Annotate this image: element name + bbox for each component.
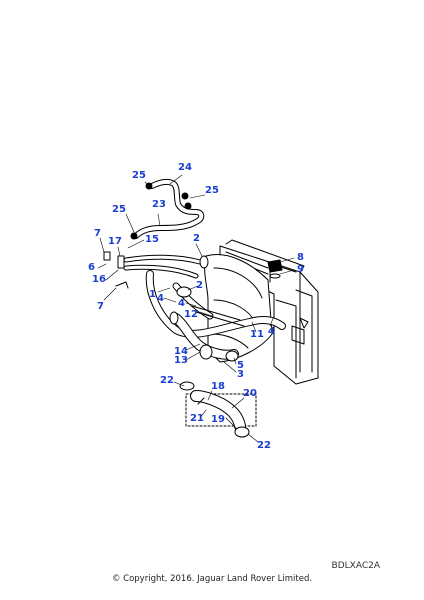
callout-24: 24: [178, 162, 192, 173]
callout-5: 5: [237, 360, 244, 371]
callout-25: 25: [205, 185, 219, 196]
callout-25: 25: [112, 204, 126, 215]
lower-hose-assembly: [179, 381, 257, 438]
callout-6: 6: [88, 262, 95, 273]
callout-17: 17: [108, 236, 122, 247]
reference-code: BDLXAC2A: [331, 561, 380, 571]
callout-12: 12: [184, 309, 198, 320]
callout-14: 14: [174, 346, 188, 357]
callout-4: 4: [157, 293, 164, 304]
hose-23: [130, 178, 205, 240]
copyright-notice: © Copyright, 2016. Jaguar Land Rover Lim…: [111, 574, 313, 584]
callout-15: 15: [145, 234, 159, 245]
callout-11: 11: [250, 329, 264, 340]
callout-7: 7: [94, 228, 101, 239]
callout-23: 23: [152, 199, 166, 210]
callout-22: 22: [160, 375, 174, 386]
callout-13: 13: [174, 355, 188, 366]
callout-20: 20: [243, 388, 257, 399]
callout-19: 19: [211, 414, 225, 425]
callout-1: 1: [149, 289, 156, 300]
callout-3: 3: [237, 369, 244, 380]
callout-18: 18: [211, 381, 225, 392]
callout-25: 25: [132, 170, 146, 181]
callout-4: 4: [178, 298, 185, 309]
callout-8: 8: [297, 252, 304, 263]
reservoir-cap: [267, 259, 283, 279]
callout-7: 7: [97, 301, 104, 312]
callout-9: 9: [297, 264, 304, 275]
callout-2: 2: [193, 233, 200, 244]
callout-2: 2: [196, 280, 203, 291]
bypass-hose-15: [103, 251, 203, 289]
callout-22: 22: [257, 440, 271, 451]
callout-21: 21: [190, 413, 204, 424]
callout-16: 16: [92, 274, 106, 285]
callout-4: 4: [268, 326, 275, 337]
leader-lines: [97, 174, 295, 443]
